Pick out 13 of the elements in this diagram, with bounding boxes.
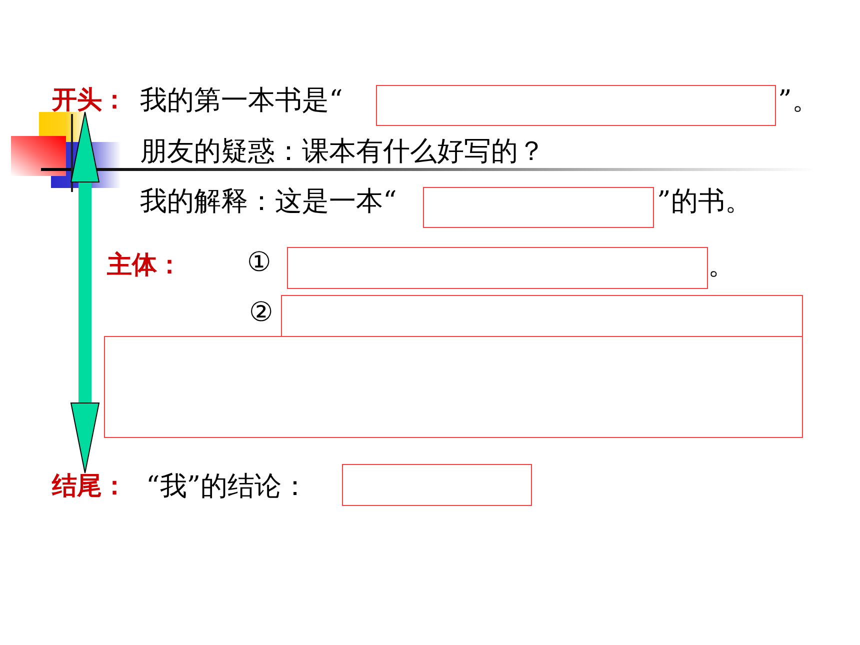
section-label: 主体： <box>107 252 182 277</box>
section-label: 结尾： <box>52 473 127 498</box>
period-text: 。 <box>708 252 735 279</box>
prompt-text: “我”的结论： <box>146 473 309 500</box>
closing-quote-text: ”的书。 <box>657 188 752 215</box>
circled-number: ① <box>247 249 271 276</box>
sentence-text: 我的解释：这是一本“ <box>140 188 397 215</box>
closing-quote-text: ”。 <box>778 87 819 114</box>
circled-number: ② <box>249 299 273 326</box>
sentence-text: 朋友的疑惑：课本有什么好写的？ <box>140 138 545 165</box>
sentence-text: 我的第一本书是“ <box>140 87 343 114</box>
double-arrow <box>70 112 100 474</box>
section-label: 开头： <box>52 87 127 112</box>
